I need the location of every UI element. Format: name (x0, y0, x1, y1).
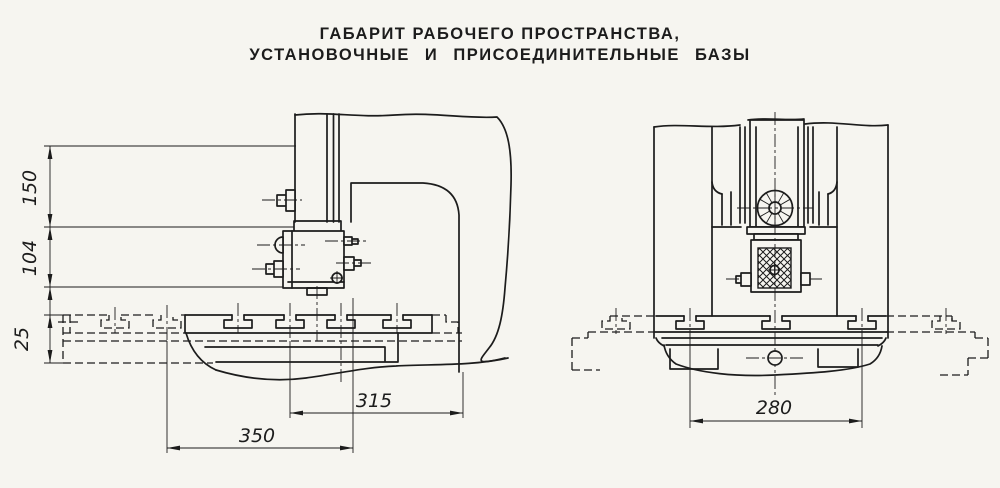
t-slot-phantom (100, 315, 130, 329)
overarm-and-ram (294, 112, 512, 373)
hatched-panel (757, 247, 792, 289)
front-spindle-head (726, 226, 822, 293)
lug-right (800, 272, 811, 286)
dim-label-280: 280 (756, 397, 792, 419)
dim-label-104: 104 (19, 240, 41, 276)
drawing-title: ГАБАРИТ РАБОЧЕГО ПРОСТРАНСТВА, УСТАНОВОЧ… (0, 24, 1000, 66)
dim-label-25: 25 (11, 327, 33, 351)
t-slot (847, 315, 877, 330)
dim-label-150: 150 (19, 170, 41, 206)
overarm-inner-profile (350, 182, 460, 373)
side-view-bottom-dimensions (166, 298, 464, 453)
front-view: 280 (571, 112, 989, 428)
lug-lower (343, 256, 362, 271)
table-side-view (58, 303, 462, 385)
front-view-dimension: 280 (689, 308, 863, 428)
side-view-vertical-dimension-arrows (47, 146, 53, 363)
drawing-title-line-2: УСТАНОВОЧНЫЕ И ПРИСОЕДИНИТЕЛЬНЫЕ БАЗЫ (249, 46, 751, 64)
t-slot (675, 315, 705, 330)
front-knee (655, 337, 887, 377)
dim-label-350: 350 (239, 425, 275, 447)
column-body (653, 122, 889, 339)
dim-label-315: 315 (356, 390, 392, 412)
table-front-view (653, 315, 889, 346)
guideways (739, 126, 814, 224)
spindle-head (252, 189, 372, 341)
knee-break-line (663, 344, 883, 377)
clamp-bolt-upper (276, 189, 296, 212)
clamp-pads (669, 348, 859, 370)
t-slot-phantom (601, 316, 631, 330)
drawing-title-line-1: ГАБАРИТ РАБОЧЕГО ПРОСТРАНСТВА, (319, 25, 681, 43)
body-break-line (294, 112, 512, 363)
side-view-extension-lines (44, 145, 296, 364)
lug-left (735, 272, 752, 287)
table-phantom-positions (571, 308, 989, 376)
knee-break-line (215, 357, 509, 381)
t-slot (761, 315, 791, 330)
ram (294, 113, 340, 223)
side-view: 150 104 25 315 350 (11, 112, 512, 453)
saddle-and-knee (185, 332, 509, 381)
t-slot-phantom (931, 316, 961, 330)
t-slot-phantom (152, 315, 182, 329)
